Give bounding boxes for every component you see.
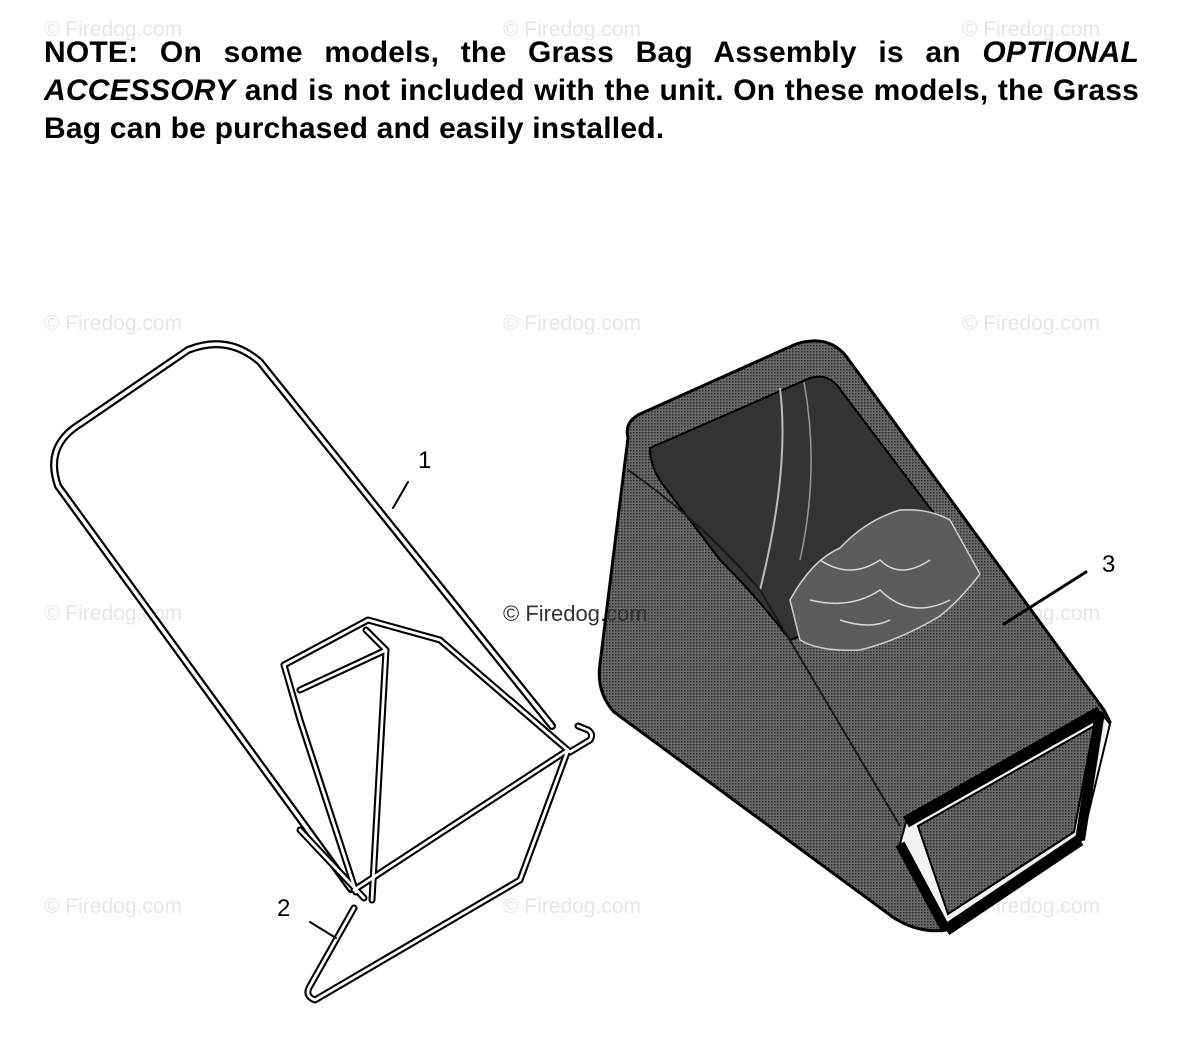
callout-2: 2: [277, 895, 290, 922]
watermark: © Firedog.com: [503, 312, 642, 335]
note-emphasis: OPTIONAL ACCESSORY: [44, 36, 1139, 107]
watermark: © Firedog.com: [962, 18, 1101, 41]
watermark: © Firedog.com: [44, 312, 183, 335]
grass-bag-frame: [50, 340, 556, 893]
callout-3: 3: [1102, 551, 1115, 578]
watermark: © Firedog.com: [44, 18, 183, 41]
watermark-center: © Firedog.com: [503, 601, 648, 626]
note-prefix: NOTE: On some models, the Grass Bag Asse…: [44, 36, 983, 69]
bag-support-wire: [280, 616, 596, 1004]
watermark: © Firedog.com: [962, 312, 1101, 335]
watermark: © Firedog.com: [503, 18, 642, 41]
note-suffix: and is not included with the unit. On th…: [44, 74, 1139, 145]
watermark: © Firedog.com: [503, 895, 642, 918]
leader-lines: [309, 481, 1088, 939]
watermark: © Firedog.com: [44, 895, 183, 918]
note-text: NOTE: On some models, the Grass Bag Asse…: [44, 34, 1139, 148]
callout-1: 1: [418, 447, 431, 474]
grass-bag: [597, 339, 1112, 935]
